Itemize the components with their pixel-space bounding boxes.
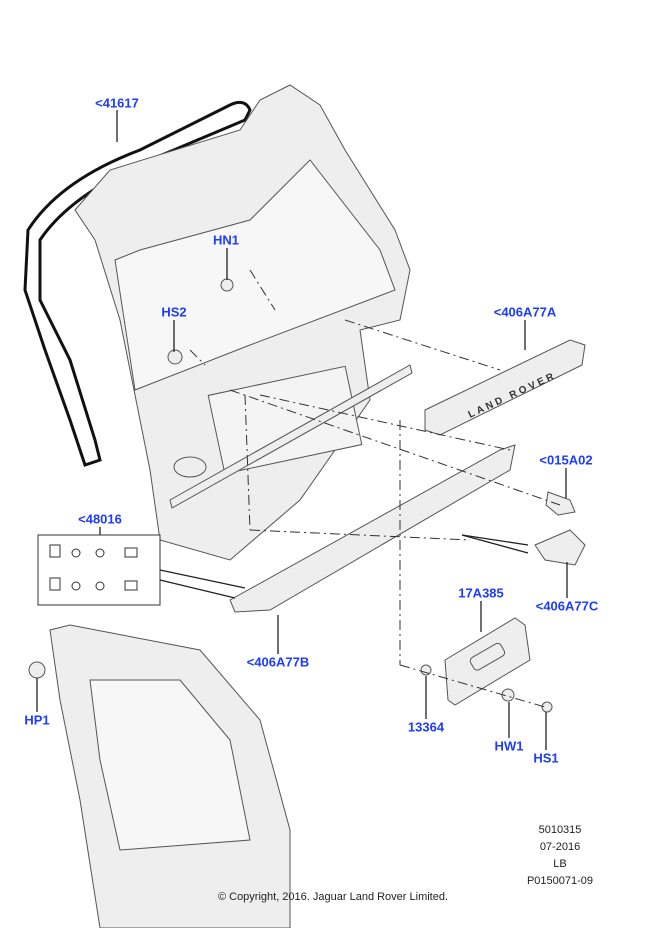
spoiler-406a77b <box>229 444 516 613</box>
callout-406a77b[interactable]: <406A77B <box>246 654 310 670</box>
callout-hw1[interactable]: HW1 <box>494 738 524 754</box>
copyright: © Copyright, 2016. Jaguar Land Rover Lim… <box>217 891 449 903</box>
callout-41617[interactable]: <41617 <box>95 95 139 111</box>
callout-17a385[interactable]: 17A385 <box>458 585 504 601</box>
callout-hs1[interactable]: HS1 <box>533 750 559 766</box>
callout-hp1[interactable]: HP1 <box>24 712 50 728</box>
callout-406a77a[interactable]: <406A77A <box>493 304 557 320</box>
callout-406a77c[interactable]: <406A77C <box>535 598 599 614</box>
callout-13364[interactable]: 13364 <box>407 719 445 735</box>
lamp-406a77c <box>534 529 586 566</box>
revision-date: 07-2016 <box>539 841 581 853</box>
fastener-hn1 <box>220 278 234 292</box>
screw-hs1 <box>541 701 553 713</box>
callout-015a02[interactable]: <015A02 <box>539 452 593 468</box>
callout-48016[interactable]: <48016 <box>78 511 122 527</box>
fastener-13364 <box>420 664 432 676</box>
model-code: LB <box>553 858 567 870</box>
seal-41617 <box>23 100 252 467</box>
reference-number: 5010315 <box>538 824 582 836</box>
clip-kit-48016 <box>37 534 161 606</box>
fastener-hp1 <box>28 661 46 679</box>
illustration-number: P0150071-09 <box>526 875 594 887</box>
finisher-406a77a <box>424 339 586 436</box>
fastener-hs2 <box>167 349 183 365</box>
callout-hn1[interactable]: HN1 <box>212 232 240 248</box>
callout-hs2[interactable]: HS2 <box>161 304 187 320</box>
clip-015a02 <box>545 491 576 516</box>
